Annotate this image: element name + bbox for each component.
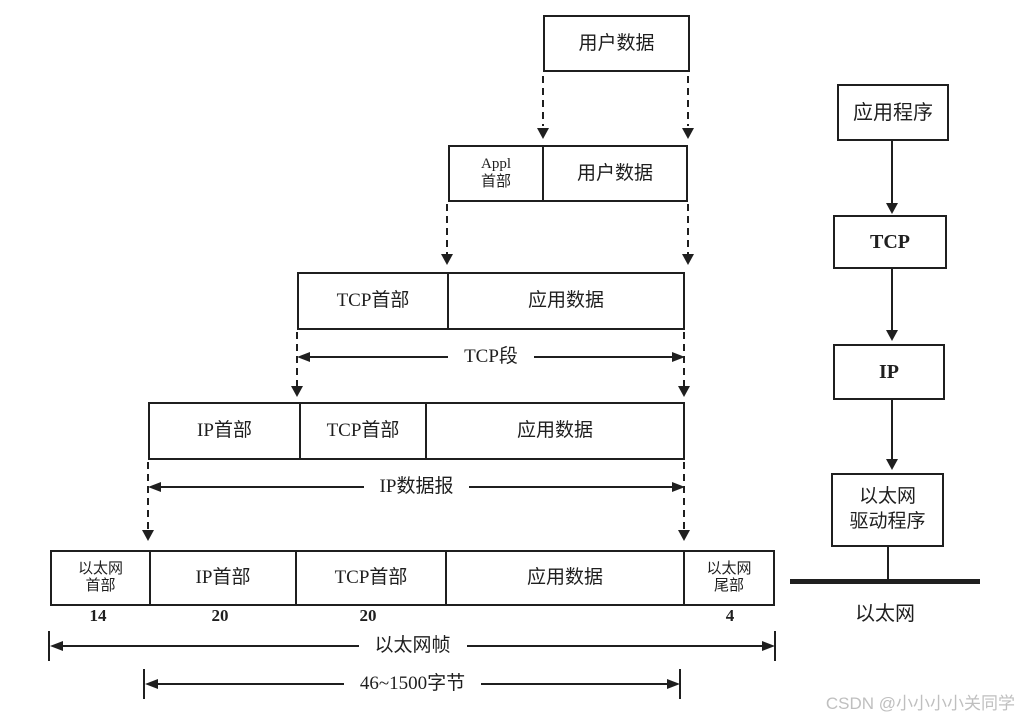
arrow-right-icon	[672, 482, 685, 492]
appl-message-box: Appl 首部 用户数据	[448, 145, 688, 202]
ip-datagram-box: IP首部 TCP首部 应用数据	[148, 402, 685, 460]
size-label-20-ip: 20	[211, 606, 229, 625]
app-data-cell: 应用数据	[447, 274, 683, 328]
user-data-box: 用户数据	[543, 15, 690, 72]
tcp-segment-label: TCP段	[464, 346, 518, 367]
dashed-line	[687, 76, 689, 126]
arrow-left-icon	[148, 482, 161, 492]
dimension-tick	[143, 669, 145, 699]
size-label-20-tcp: 20	[359, 606, 377, 625]
ethernet-trailer-cell: 以太网 尾部	[683, 552, 773, 604]
tcp-segment-dimension: TCP段	[297, 346, 686, 367]
ip-box: IP	[833, 344, 945, 400]
down-arrow-icon	[537, 128, 549, 139]
ip-datagram-dimension: IP数据报	[148, 476, 685, 497]
user-data-label: 用户数据	[578, 32, 655, 54]
arrow-left-icon	[145, 679, 158, 689]
appl-header-cell: Appl 首部	[480, 156, 511, 190]
ethernet-header-cell: 以太网 首部	[77, 560, 123, 594]
ethernet-frame-dimension: 以太网帧	[50, 635, 776, 656]
down-arrow-icon	[886, 330, 898, 341]
byte-range-label: 46~1500字节	[359, 673, 466, 694]
dashed-line	[542, 76, 544, 126]
tcp-segment-box: TCP首部 应用数据	[297, 272, 685, 330]
connector-line	[891, 141, 893, 203]
down-arrow-icon	[678, 530, 690, 541]
dimension-tick	[679, 669, 681, 699]
dashed-line	[683, 462, 685, 530]
down-arrow-icon	[682, 254, 694, 265]
app-data-cell: 应用数据	[425, 404, 683, 458]
arrow-right-icon	[672, 352, 686, 362]
down-arrow-icon	[142, 530, 154, 541]
ethernet-driver-box: 以太网 驱动程序	[831, 473, 944, 547]
csdn-watermark: CSDN @小小小小关同学	[825, 694, 1015, 713]
dashed-line	[446, 204, 448, 254]
arrow-right-icon	[762, 641, 776, 651]
dashed-line	[147, 462, 149, 530]
app-data-cell: 应用数据	[445, 552, 683, 604]
ethernet-label: 以太网	[855, 603, 915, 625]
ip-header-cell: IP首部	[197, 420, 252, 442]
down-arrow-icon	[291, 386, 303, 397]
ethernet-bus-line	[790, 579, 980, 584]
tcp-header-cell: TCP首部	[295, 552, 445, 604]
down-arrow-icon	[682, 128, 694, 139]
ethernet-frame-label: 以太网帧	[374, 635, 451, 656]
size-label-4: 4	[725, 606, 735, 625]
connector-line	[891, 400, 893, 459]
byte-range-dimension: 46~1500字节	[145, 673, 680, 694]
connector-line	[891, 269, 893, 330]
tcp-header-cell: TCP首部	[299, 404, 425, 458]
tcp-box: TCP	[833, 215, 947, 269]
dimension-tick	[48, 631, 50, 661]
ip-datagram-label: IP数据报	[379, 476, 454, 497]
down-arrow-icon	[678, 386, 690, 397]
arrow-left-icon	[50, 641, 63, 651]
arrow-left-icon	[297, 352, 310, 362]
down-arrow-icon	[886, 203, 898, 214]
connector-line	[887, 547, 889, 581]
tcp-header-cell: TCP首部	[336, 290, 410, 312]
arrow-right-icon	[667, 679, 680, 689]
application-box: 应用程序	[837, 84, 949, 141]
dashed-line	[687, 204, 689, 254]
ethernet-frame-box: 以太网 首部 IP首部 TCP首部 应用数据 以太网 尾部	[50, 550, 775, 606]
size-label-14: 14	[89, 606, 107, 625]
user-data-cell: 用户数据	[542, 147, 686, 200]
ip-header-cell: IP首部	[149, 552, 295, 604]
down-arrow-icon	[886, 459, 898, 470]
down-arrow-icon	[441, 254, 453, 265]
